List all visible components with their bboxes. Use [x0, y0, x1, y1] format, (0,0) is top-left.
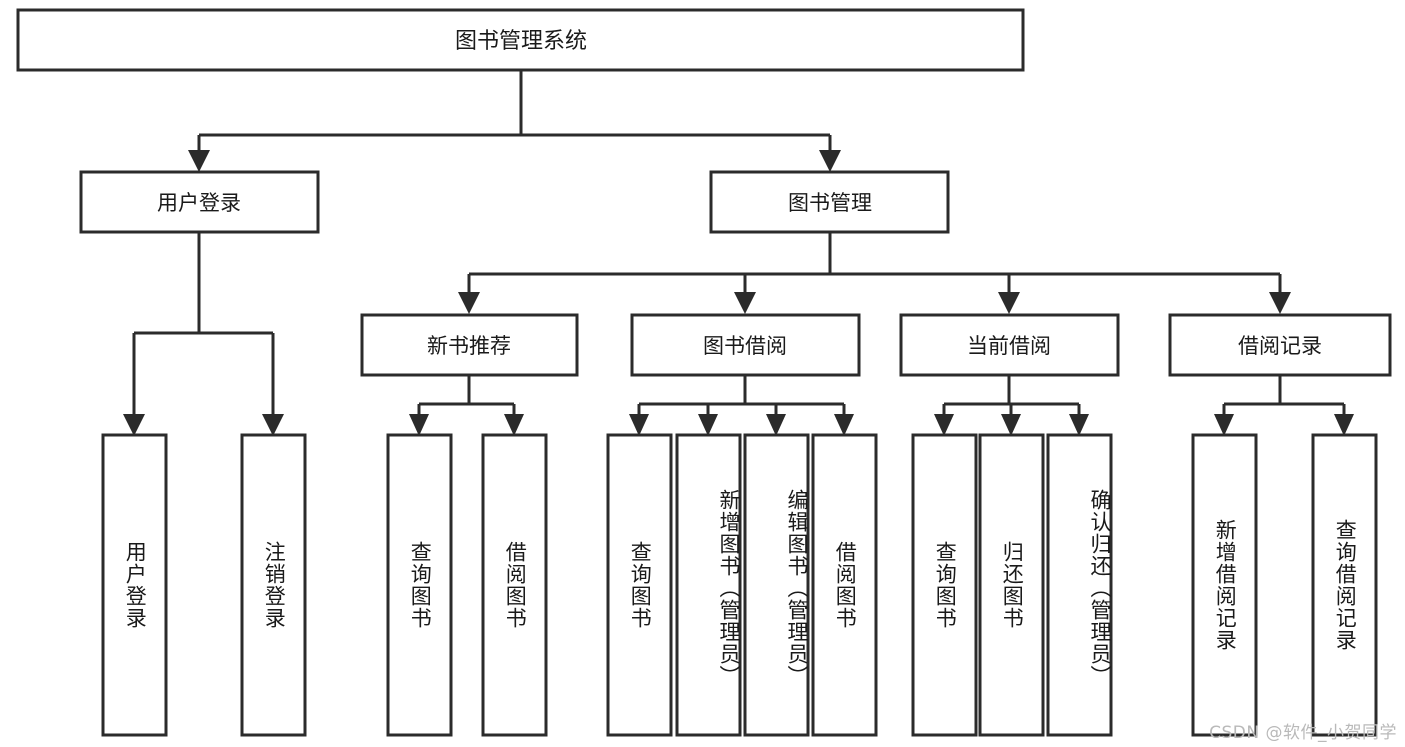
arrowhead-leaf-query-book-1 [409, 414, 429, 436]
leaf-add-record-box[interactable] [1191, 433, 1258, 737]
node-book-borrow-box[interactable] [630, 313, 861, 377]
arrowhead-new-book-recommend [458, 292, 480, 314]
arrowhead-leaf-query-book-2 [629, 414, 649, 436]
node-borrow-record-box[interactable] [1168, 313, 1392, 377]
node-user-login-box[interactable] [79, 170, 320, 234]
arrowhead-leaf-return-book [1001, 414, 1021, 436]
arrowhead-leaf-borrow-book-2 [834, 414, 854, 436]
node-root[interactable]: 图书管理系统 [16, 8, 1025, 72]
arrowhead-book-management [819, 150, 841, 172]
arrowhead-user-login [188, 150, 210, 172]
node-borrow-record-label: 借阅记录 [1238, 334, 1322, 358]
node-book-borrow[interactable]: 图书借阅 [630, 313, 861, 377]
arrowhead-borrow-record [1269, 292, 1291, 314]
node-book-management-label: 图书管理 [788, 191, 872, 215]
node-user-login[interactable]: 用户登录 [79, 170, 320, 234]
leaf-user-login-box[interactable] [101, 433, 168, 737]
leaf-query-book-3-box[interactable] [911, 433, 978, 737]
arrowhead-group [123, 150, 1354, 436]
leaf-borrow-book-1-box[interactable] [481, 433, 548, 737]
node-new-book-recommend-label: 新书推荐 [427, 334, 511, 358]
node-current-borrow-label: 当前借阅 [967, 334, 1051, 358]
arrowhead-leaf-add-book [698, 414, 718, 436]
node-current-borrow[interactable]: 当前借阅 [899, 313, 1120, 377]
node-new-book-recommend-box[interactable] [360, 313, 579, 377]
arrowhead-leaf-query-book-3 [934, 414, 954, 436]
csdn-watermark: CSDN @软件_小贺同学 [1209, 723, 1397, 743]
leaf-query-book-1-box[interactable] [386, 433, 453, 737]
leaf-edit-book-box[interactable] [743, 433, 810, 737]
node-book-borrow-label: 图书借阅 [703, 334, 787, 358]
leaf-confirm-return-box[interactable] [1046, 433, 1113, 737]
arrowhead-leaf-borrow-book-1 [504, 414, 524, 436]
node-current-borrow-box[interactable] [899, 313, 1120, 377]
leaf-query-record-box[interactable] [1311, 433, 1378, 737]
arrowhead-book-borrow [734, 292, 756, 314]
arrowhead-leaf-confirm-return [1069, 414, 1089, 436]
arrowhead-current-borrow [998, 292, 1020, 314]
node-book-management-box[interactable] [709, 170, 950, 234]
arrowhead-leaf-user-login [123, 414, 145, 436]
arrowhead-leaf-user-logout [262, 414, 284, 436]
leaf-user-logout-box[interactable] [240, 433, 307, 737]
node-root-box[interactable] [16, 8, 1025, 72]
node-user-login-label: 用户登录 [157, 191, 241, 215]
node-new-book-recommend[interactable]: 新书推荐 [360, 313, 579, 377]
leaf-borrow-book-2-box[interactable] [811, 433, 878, 737]
leaf-return-book-box[interactable] [978, 433, 1045, 737]
arrowhead-leaf-add-record [1214, 414, 1234, 436]
node-book-management[interactable]: 图书管理 [709, 170, 950, 234]
arrowhead-leaf-edit-book [766, 414, 786, 436]
arrowhead-leaf-query-record [1334, 414, 1354, 436]
node-root-label: 图书管理系统 [455, 29, 587, 54]
leaf-add-book-box[interactable] [675, 433, 742, 737]
node-borrow-record[interactable]: 借阅记录 [1168, 313, 1392, 377]
leaf-query-book-2-box[interactable] [606, 433, 673, 737]
